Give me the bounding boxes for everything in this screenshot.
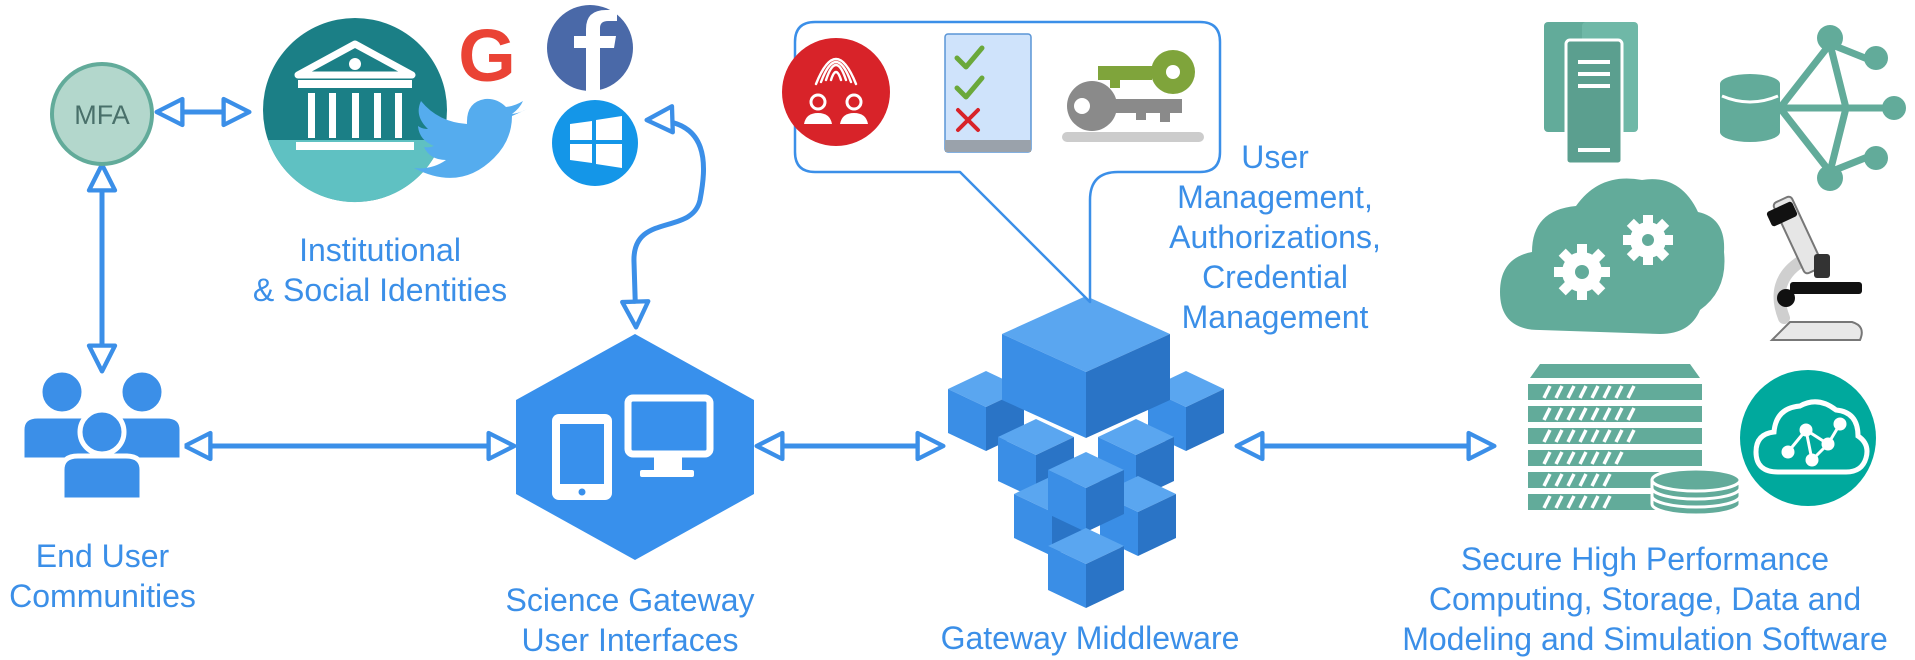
end-users-label: End User Communities	[0, 536, 205, 616]
cloud-network-icon	[1740, 370, 1876, 506]
checklist-icon	[944, 33, 1032, 153]
middleware-label: Gateway Middleware	[910, 618, 1270, 658]
hpc-label-line: Modeling and Simulation Software	[1402, 621, 1888, 657]
management-callout	[793, 20, 1222, 304]
microscope-icon	[1766, 195, 1863, 341]
devices-icon	[552, 394, 714, 500]
database-icon	[1650, 467, 1742, 517]
identities-label-line: Institutional	[299, 232, 461, 268]
hpc-label: Secure High Performance Computing, Stora…	[1375, 539, 1915, 659]
gear-icon	[1554, 244, 1610, 300]
windows-icon	[552, 100, 638, 186]
svg-text:G: G	[458, 14, 516, 97]
gateway-ui-label-line: User Interfaces	[521, 622, 739, 658]
main-cube	[1002, 296, 1170, 438]
user-management-label-line: Management	[1181, 299, 1369, 335]
user-management-label-line: Credential	[1202, 259, 1348, 295]
twitter-icon	[414, 98, 527, 178]
bank-icon	[263, 18, 447, 203]
gateway-ui-label: Science Gateway User Interfaces	[480, 580, 780, 660]
hpc-label-line: Computing, Storage, Data and	[1428, 581, 1862, 617]
connectors	[86, 96, 1497, 462]
end-users-label-line: End User	[35, 538, 170, 574]
facebook-icon	[547, 5, 633, 91]
hpc-label-line: Secure High Performance	[1460, 541, 1830, 577]
gear-icon	[1623, 215, 1673, 265]
mfa-label: MFA	[74, 100, 130, 130]
mfa-node	[50, 62, 154, 166]
cloud-gears-icon	[1500, 178, 1725, 334]
user-management-label: User Management, Authorizations, Credent…	[1140, 137, 1410, 337]
identities-label: Institutional & Social Identities	[220, 230, 540, 310]
middleware-cubes-icon	[948, 296, 1224, 608]
users-icon	[22, 370, 182, 500]
user-management-label-line: Authorizations,	[1169, 219, 1381, 255]
windows-gateway-arrow	[620, 104, 706, 330]
gateway-ui-label-line: Science Gateway	[505, 582, 755, 618]
server-tower-icon	[1544, 22, 1638, 166]
end-users-label-line: Communities	[9, 578, 196, 614]
keys-icon	[1062, 50, 1204, 142]
google-icon: G	[458, 14, 516, 97]
user-management-label-line: Management,	[1177, 179, 1373, 215]
user-management-label-line: User	[1241, 139, 1309, 175]
storage-rack-icon	[1528, 364, 1742, 517]
middleware-label-line: Gateway Middleware	[940, 620, 1240, 656]
database-network-icon	[1720, 25, 1906, 191]
identities-label-line: & Social Identities	[252, 272, 508, 308]
fingerprint-users-icon	[782, 38, 890, 146]
